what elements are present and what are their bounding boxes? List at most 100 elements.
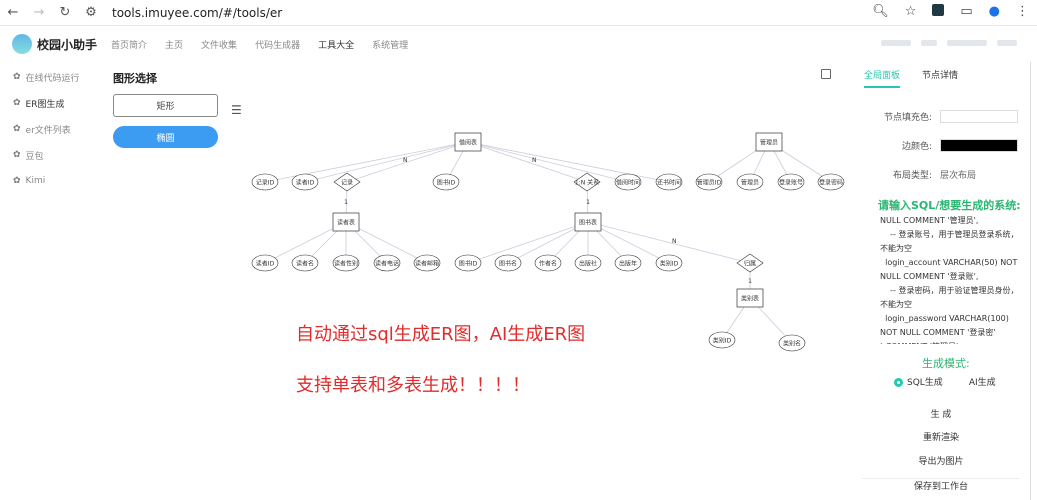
sidebar-item-label: 豆包 bbox=[25, 151, 44, 162]
gear-icon: ✿ bbox=[13, 150, 21, 160]
zoom-icon[interactable]: 🔍︎ bbox=[872, 4, 889, 19]
radio-label: SQL生成 bbox=[907, 378, 943, 388]
gear-icon: ✿ bbox=[13, 124, 21, 134]
attribute-label: 出版年 bbox=[619, 260, 637, 268]
attribute-label: 管理员ID bbox=[697, 179, 722, 187]
export-image-button[interactable]: 导出为图片 bbox=[918, 457, 964, 467]
menu-item[interactable]: 工具大全 bbox=[318, 40, 355, 51]
sidebar-item-code-run[interactable]: ✿ 在线代码运行 bbox=[0, 64, 105, 90]
forward-button[interactable]: → bbox=[33, 5, 45, 20]
cardinality-label: 1 bbox=[748, 278, 752, 285]
overlay-text: 支持单表和多表生成！！！！ bbox=[296, 375, 530, 396]
attribute-label: 类别ID bbox=[660, 260, 679, 268]
relation-diamond bbox=[573, 172, 601, 192]
attribute-label: 登录密码 bbox=[819, 179, 843, 187]
relation-label: 记录 bbox=[341, 179, 353, 187]
fill-label: 节点填充色: bbox=[883, 113, 932, 123]
address-bar[interactable]: tools.imuyee.com/#/tools/er bbox=[112, 5, 283, 20]
attribute-label: 出版社 bbox=[579, 260, 597, 268]
puzzle-icon[interactable]: ▭ bbox=[960, 4, 973, 19]
attribute-label: 图书ID bbox=[459, 260, 478, 268]
sidebar-item-label: er文件列表 bbox=[25, 125, 71, 136]
attribute-ellipse bbox=[655, 254, 683, 272]
tab-global[interactable]: 全局面板 bbox=[864, 62, 901, 88]
attribute-ellipse bbox=[736, 173, 764, 191]
layout-select[interactable]: 层次布局 bbox=[940, 171, 977, 181]
menu-item[interactable]: 首页简介 bbox=[111, 40, 148, 51]
shape-ellipse-button[interactable]: 椭圆 bbox=[113, 126, 218, 148]
attribute-ellipse bbox=[817, 173, 845, 191]
sidebar-item-er-files[interactable]: ✿ er文件列表 bbox=[0, 116, 105, 142]
reload-button[interactable]: ↻ bbox=[59, 5, 71, 20]
radio-label: AI生成 bbox=[968, 378, 996, 388]
entity-rect bbox=[454, 132, 482, 152]
entity-rect bbox=[574, 212, 602, 232]
panel-scrollbar[interactable] bbox=[1030, 62, 1031, 500]
mode-label: 生成模式: bbox=[922, 357, 970, 370]
attribute-label: 图书名 bbox=[499, 260, 517, 268]
attribute-ellipse bbox=[655, 173, 683, 191]
rerender-button[interactable]: 重新渲染 bbox=[922, 433, 959, 443]
entity-label: 借阅表 bbox=[459, 139, 477, 147]
attribute-label: 读者ID bbox=[256, 260, 275, 268]
toggle-panel-icon[interactable] bbox=[821, 69, 831, 79]
menu-item[interactable]: 主页 bbox=[165, 40, 184, 51]
sidebar-item-er[interactable]: ✿ER图生成 bbox=[0, 90, 105, 116]
attribute-label: 作者名 bbox=[539, 260, 557, 268]
attribute-ellipse bbox=[494, 254, 522, 272]
menu-item[interactable]: 系统管理 bbox=[372, 40, 409, 51]
entity-label: 管理员 bbox=[760, 139, 778, 147]
sql-prompt-label: 请输入SQL/想要生成的系统: bbox=[878, 199, 1021, 212]
attribute-label: 读者名 bbox=[296, 260, 314, 268]
entity-rect bbox=[736, 288, 764, 308]
star-icon[interactable]: ☆ bbox=[904, 4, 917, 19]
sidebar-item-doubao[interactable]: ✿ 豆包 bbox=[0, 142, 105, 168]
attribute-label: 读者性别 bbox=[334, 260, 358, 268]
brand-name: 校园小助手 bbox=[37, 37, 98, 52]
more-icon[interactable]: ⋮ bbox=[1016, 4, 1029, 19]
edge bbox=[587, 221, 670, 264]
menu-item[interactable]: 文件收集 bbox=[201, 40, 238, 51]
attribute-label: 图书ID bbox=[437, 179, 456, 187]
edge bbox=[467, 141, 588, 183]
profile-icon[interactable]: ● bbox=[988, 4, 1000, 19]
sidebar-item-label: Kimi bbox=[25, 176, 46, 186]
entity-rect bbox=[755, 132, 783, 152]
generate-button[interactable]: 生 成 bbox=[930, 410, 952, 420]
logo bbox=[12, 34, 32, 54]
edge bbox=[345, 221, 428, 264]
entity-label: 图书表 bbox=[579, 219, 597, 227]
radio-ai[interactable]: AI生成 bbox=[969, 375, 996, 388]
cardinality-label: N bbox=[532, 157, 537, 164]
entity-label: 类别表 bbox=[741, 295, 759, 303]
gear-icon: ✿ bbox=[13, 72, 21, 82]
sidebar-item-label: 在线代码运行 bbox=[25, 73, 80, 84]
attribute-label: 记录ID bbox=[256, 179, 275, 187]
border-color-picker[interactable] bbox=[940, 139, 1018, 152]
attribute-ellipse bbox=[614, 254, 642, 272]
attribute-ellipse bbox=[291, 254, 319, 272]
attribute-label: 读者电话 bbox=[375, 260, 399, 268]
fill-color-picker[interactable] bbox=[940, 110, 1018, 123]
edge bbox=[587, 221, 751, 264]
extension-icon[interactable] bbox=[932, 4, 945, 16]
relation-label: 1:N 关系 bbox=[575, 179, 599, 187]
list-icon[interactable]: ☰ bbox=[231, 103, 242, 117]
shape-rect-button[interactable]: 矩形 bbox=[113, 94, 218, 117]
attribute-ellipse bbox=[534, 254, 562, 272]
attribute-ellipse bbox=[332, 254, 360, 272]
attribute-ellipse bbox=[708, 331, 736, 349]
site-info-icon[interactable]: ⚙ bbox=[85, 5, 97, 20]
sidebar-item-label: ER图生成 bbox=[25, 99, 65, 110]
attribute-ellipse bbox=[373, 254, 401, 272]
tab-node-detail[interactable]: 节点详情 bbox=[922, 71, 959, 81]
back-button[interactable]: ← bbox=[7, 5, 19, 20]
menu-item[interactable]: 代码生成器 bbox=[255, 40, 301, 51]
save-workspace-button[interactable]: 保存到工作台 bbox=[862, 478, 1020, 492]
relation-diamond bbox=[736, 253, 764, 273]
sql-input[interactable]: NULL COMMENT '管理员', -- 登录账号，用于管理员登录系统，不能… bbox=[880, 216, 1019, 344]
attribute-ellipse bbox=[291, 173, 319, 191]
relation-diamond bbox=[333, 172, 361, 192]
radio-sql[interactable]: SQL生成 bbox=[894, 375, 943, 388]
sidebar-item-kimi[interactable]: ✿Kimi bbox=[0, 168, 105, 194]
